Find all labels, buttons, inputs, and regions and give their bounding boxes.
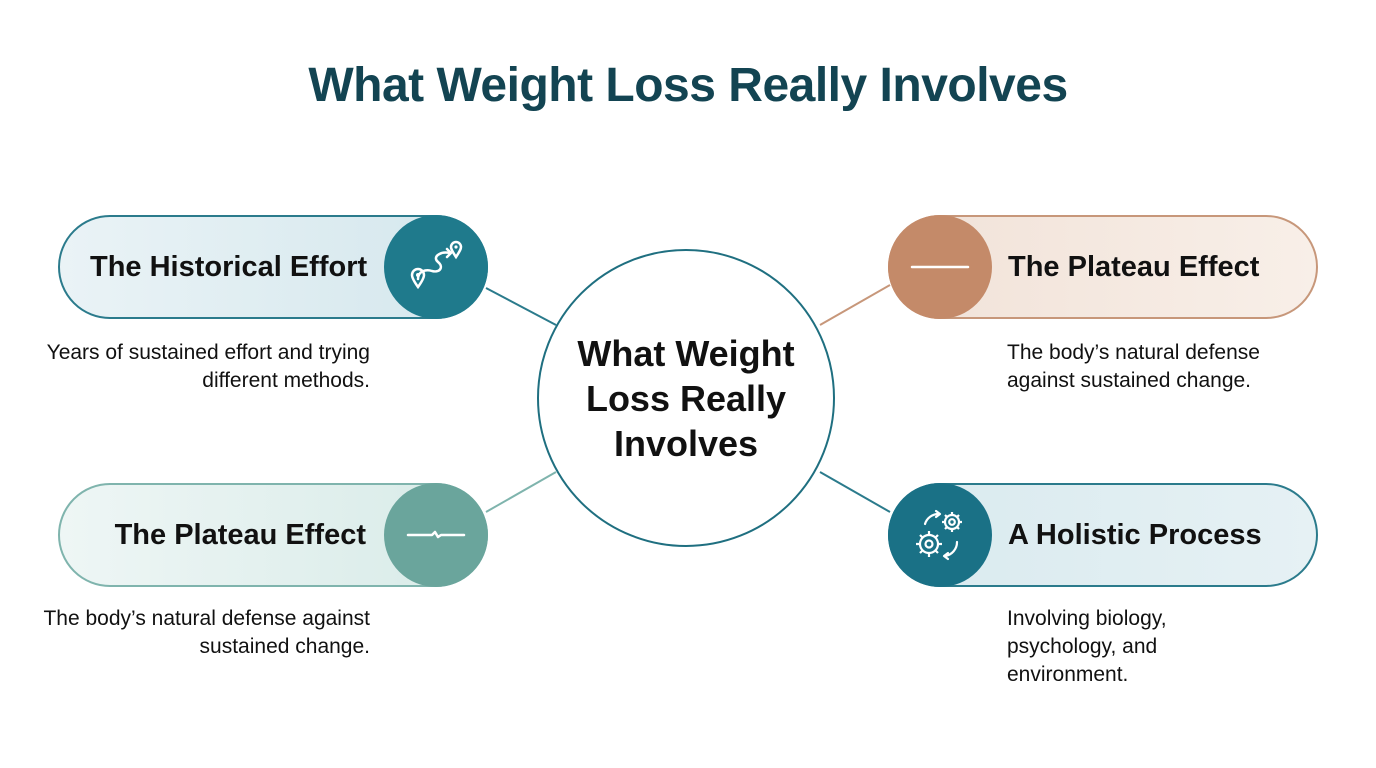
page-title: What Weight Loss Really Involves: [308, 59, 1068, 112]
node-plateau-left-description: The body’s natural defense against susta…: [43, 607, 370, 658]
node-holistic-process: A Holistic Process: [888, 483, 1318, 587]
node-historical-effort: The Historical Effort: [58, 215, 488, 319]
connector-holistic: [819, 471, 891, 513]
node-plateau-right-description: The body’s natural defense against susta…: [1007, 341, 1260, 392]
connector-plateau-left: [485, 471, 557, 513]
flat-line-icon: [888, 215, 992, 319]
route-map-pin-icon: [384, 215, 488, 319]
node-plateau-left-title: The Plateau Effect: [114, 518, 366, 551]
connector-plateau-right: [819, 284, 891, 326]
node-plateau-effect-left: The Plateau Effect: [58, 483, 488, 587]
node-plateau-effect-right: The Plateau Effect: [888, 215, 1318, 319]
gears-cycle-icon: [888, 483, 992, 587]
connector-historical: [485, 287, 557, 326]
central-hub: What Weight Loss Really Involves: [537, 249, 835, 547]
hub-label: What Weight Loss Really Involves: [577, 332, 795, 464]
flat-line-icon: [384, 483, 488, 587]
node-historical-title: The Historical Effort: [90, 250, 368, 283]
node-holistic-title: A Holistic Process: [1008, 518, 1262, 551]
node-holistic-description: Involving biology, psychology, and envir…: [1007, 607, 1167, 686]
node-plateau-right-title: The Plateau Effect: [1008, 250, 1260, 283]
node-historical-description: Years of sustained effort and trying dif…: [46, 341, 370, 392]
